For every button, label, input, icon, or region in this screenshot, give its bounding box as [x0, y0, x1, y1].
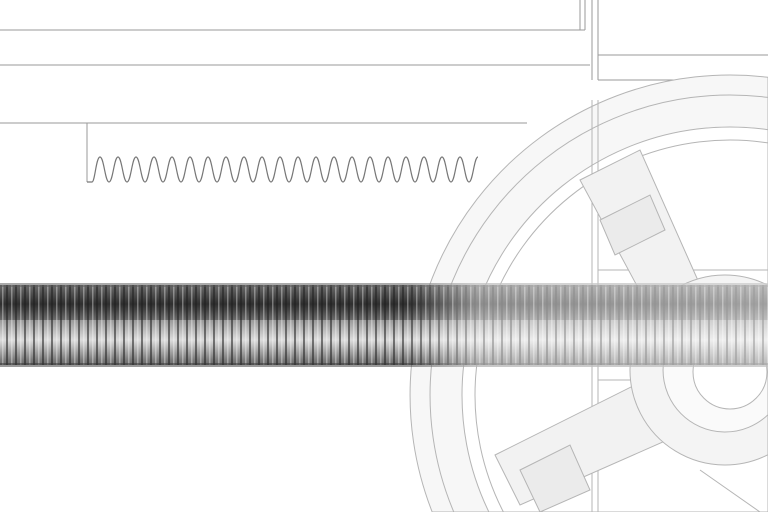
wheel-rim-line: [429, 94, 768, 512]
rack-teeth: [87, 156, 479, 183]
frame-lines: [0, 0, 768, 182]
wheel-inner-line: [474, 139, 768, 512]
threaded-rod: [0, 283, 768, 367]
